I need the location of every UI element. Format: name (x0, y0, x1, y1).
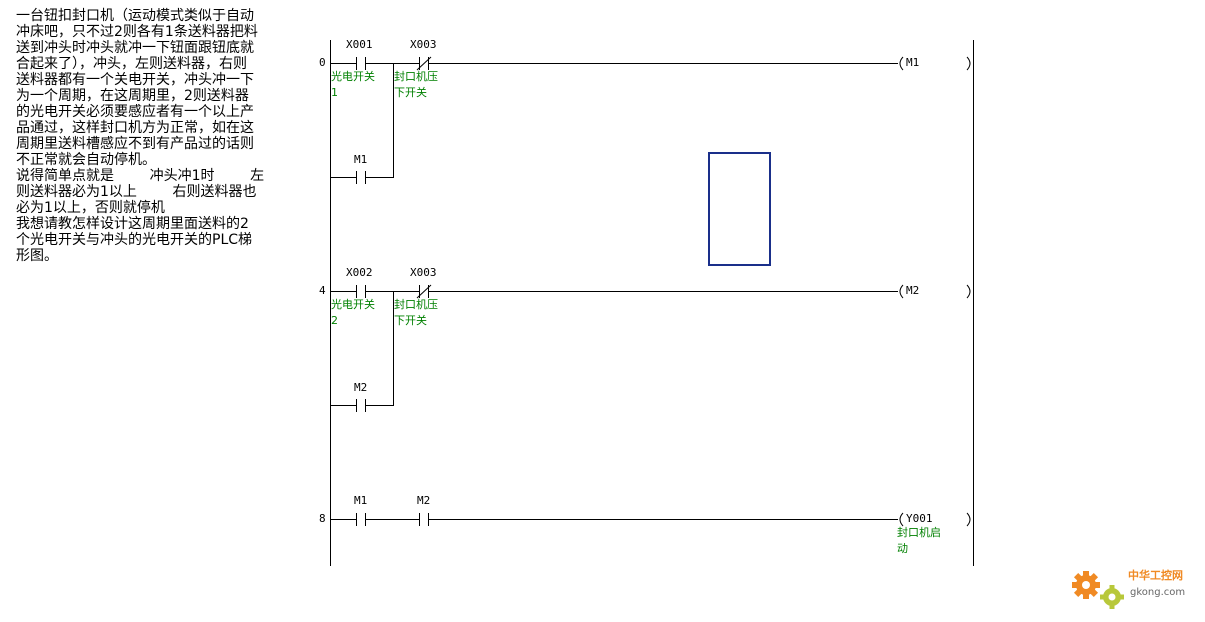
question-line: 品通过，这样封口机方为正常，如在这 (16, 120, 254, 136)
question-line: 送到冲头时冲头就冲一下钮面跟钮底就 (16, 40, 254, 56)
gkong-logo: 中华工控网 gkong.com (1068, 563, 1200, 615)
question-line: 形图。 (16, 248, 58, 264)
device-comment: 下开关 (394, 313, 427, 327)
gear-icon: 中华工控网 gkong.com (1072, 568, 1185, 609)
device-comment: 下开关 (394, 85, 427, 99)
device-comment: 光电开关 (331, 69, 375, 83)
question-line: 个光电开关与冲头的光电开关的PLC梯 (16, 232, 253, 248)
device-comment: 封口机压 (394, 297, 438, 311)
selection-box (708, 152, 771, 266)
step-number: 4 (319, 284, 326, 297)
contact-address: X003 (410, 266, 437, 279)
coil-address: Y001 (906, 512, 933, 525)
question-line: 合起来了），冲头，左则送料器，右则 (16, 56, 247, 72)
contact-address: M1 (354, 494, 367, 507)
device-comment: 光电开关 (331, 297, 375, 311)
logo-text-url: gkong.com (1130, 587, 1185, 598)
question-text: 一台钮扣封口机（运动模式类似于自动 冲床吧，只不过2则各有1条送料器把料 送到冲… (16, 8, 292, 264)
question-line: 周期里送料槽感应不到有产品过的话则 (16, 136, 254, 152)
question-line: 为一个周期，在这周期里，2则送料器 (16, 88, 249, 104)
contact-address: M1 (354, 153, 367, 166)
logo-text-cn: 中华工控网 (1128, 568, 1183, 582)
question-line: 则送料器必为1以上 右则送料器也 (16, 184, 257, 200)
device-comment: 动 (897, 542, 908, 555)
question-line: 冲床吧，只不过2则各有1条送料器把料 (16, 24, 258, 40)
rung-0 (330, 56, 971, 184)
question-line: 必为1以上，否则就停机 (16, 200, 165, 216)
device-comment: 1 (331, 86, 338, 99)
device-comment: 封口机压 (394, 69, 438, 83)
device-comment: 2 (331, 314, 338, 327)
question-line: 一台钮扣封口机（运动模式类似于自动 (16, 8, 254, 24)
contact-address: X002 (346, 266, 373, 279)
coil-address: M1 (906, 56, 919, 69)
step-number: 0 (319, 56, 326, 69)
step-number: 8 (319, 512, 326, 525)
question-line: 说得简单点就是 冲头冲1时 左 (16, 168, 265, 184)
device-comment: 封口机启 (897, 525, 941, 539)
rung-8 (330, 512, 971, 527)
contact-address: X003 (410, 38, 437, 51)
contact-address: X001 (346, 38, 373, 51)
question-line: 不正常就会自动停机。 (16, 152, 156, 168)
contact-address: M2 (354, 381, 367, 394)
coil-address: M2 (906, 284, 919, 297)
rung-4 (330, 284, 971, 412)
question-line: 的光电开关必须要感应者有一个以上产 (16, 104, 254, 120)
question-line: 送料器都有一个关电开关，冲头冲一下 (16, 72, 254, 88)
question-line: 我想请教怎样设计这周期里面送料的2 (16, 216, 249, 232)
contact-address: M2 (417, 494, 430, 507)
